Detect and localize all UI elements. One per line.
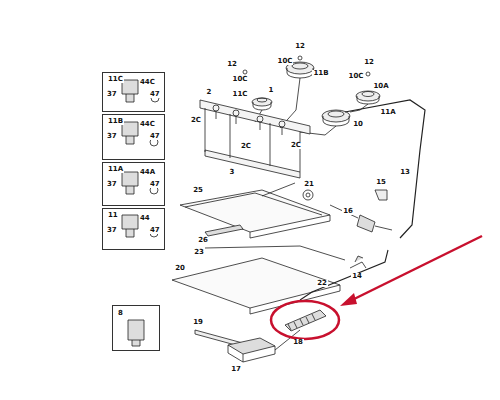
callout-number: 10C bbox=[348, 73, 365, 80]
callout-number: 47 bbox=[149, 133, 161, 140]
callout-number: 47 bbox=[149, 91, 161, 98]
callout-number: 11B bbox=[107, 118, 124, 125]
callout-number: 12 bbox=[226, 61, 238, 68]
inset-box: 11C 44C 37 47 bbox=[102, 72, 165, 112]
callout-number: 26 bbox=[197, 237, 209, 244]
callout-number: 37 bbox=[106, 133, 118, 140]
callout-number: 14 bbox=[351, 273, 363, 280]
callout-number: 37 bbox=[106, 91, 118, 98]
callout-number: 13 bbox=[399, 169, 411, 176]
callout-number: 11C bbox=[107, 76, 124, 83]
callout-number: 10C bbox=[232, 76, 249, 83]
callout-number: 16 bbox=[342, 208, 354, 215]
callout-number: 17 bbox=[230, 366, 242, 373]
callout-number: 37 bbox=[106, 181, 118, 188]
callout-number: 15 bbox=[375, 179, 387, 186]
callout-number: 19 bbox=[192, 319, 204, 326]
callout-number: 44C bbox=[139, 79, 156, 86]
callout-number: 21 bbox=[303, 181, 315, 188]
callout-number: 44C bbox=[139, 121, 156, 128]
callout-number: 11A bbox=[107, 166, 124, 173]
callout-number: 44A bbox=[139, 169, 156, 176]
callout-number: 25 bbox=[192, 187, 204, 194]
callout-number: 2C bbox=[290, 142, 302, 149]
callout-number: 37 bbox=[106, 227, 118, 234]
callout-number: 3 bbox=[229, 169, 236, 176]
callout-number: 1 bbox=[268, 87, 275, 94]
callout-number: 10A bbox=[372, 83, 389, 90]
callout-number: 2 bbox=[206, 89, 213, 96]
callout-number: 47 bbox=[149, 181, 161, 188]
callout-number: 22 bbox=[316, 280, 328, 287]
callout-number: 11 bbox=[107, 212, 119, 219]
callout-number: 44 bbox=[139, 215, 151, 222]
callout-number: 20 bbox=[174, 265, 186, 272]
callout-number: 12 bbox=[294, 43, 306, 50]
callout-number: 12 bbox=[363, 59, 375, 66]
callout-number: 2C bbox=[190, 117, 202, 124]
callout-number: 8 bbox=[117, 310, 124, 317]
callout-number: 11A bbox=[379, 109, 396, 116]
callout-number: 47 bbox=[149, 227, 161, 234]
callout-number: 23 bbox=[193, 249, 205, 256]
callout-number: 10 bbox=[352, 121, 364, 128]
callout-number: 18 bbox=[292, 339, 304, 346]
callout-number: 2C bbox=[240, 143, 252, 150]
inset-box: 11B 44C 37 47 bbox=[102, 114, 165, 160]
inset-box: 11A 44A 37 47 bbox=[102, 162, 165, 206]
inset-box: 8 bbox=[112, 305, 160, 351]
callout-number: 11B bbox=[312, 70, 329, 77]
callout-number: 10C bbox=[277, 58, 294, 65]
inset-box: 11 44 37 47 bbox=[102, 208, 165, 250]
callout-number: 11C bbox=[232, 91, 249, 98]
